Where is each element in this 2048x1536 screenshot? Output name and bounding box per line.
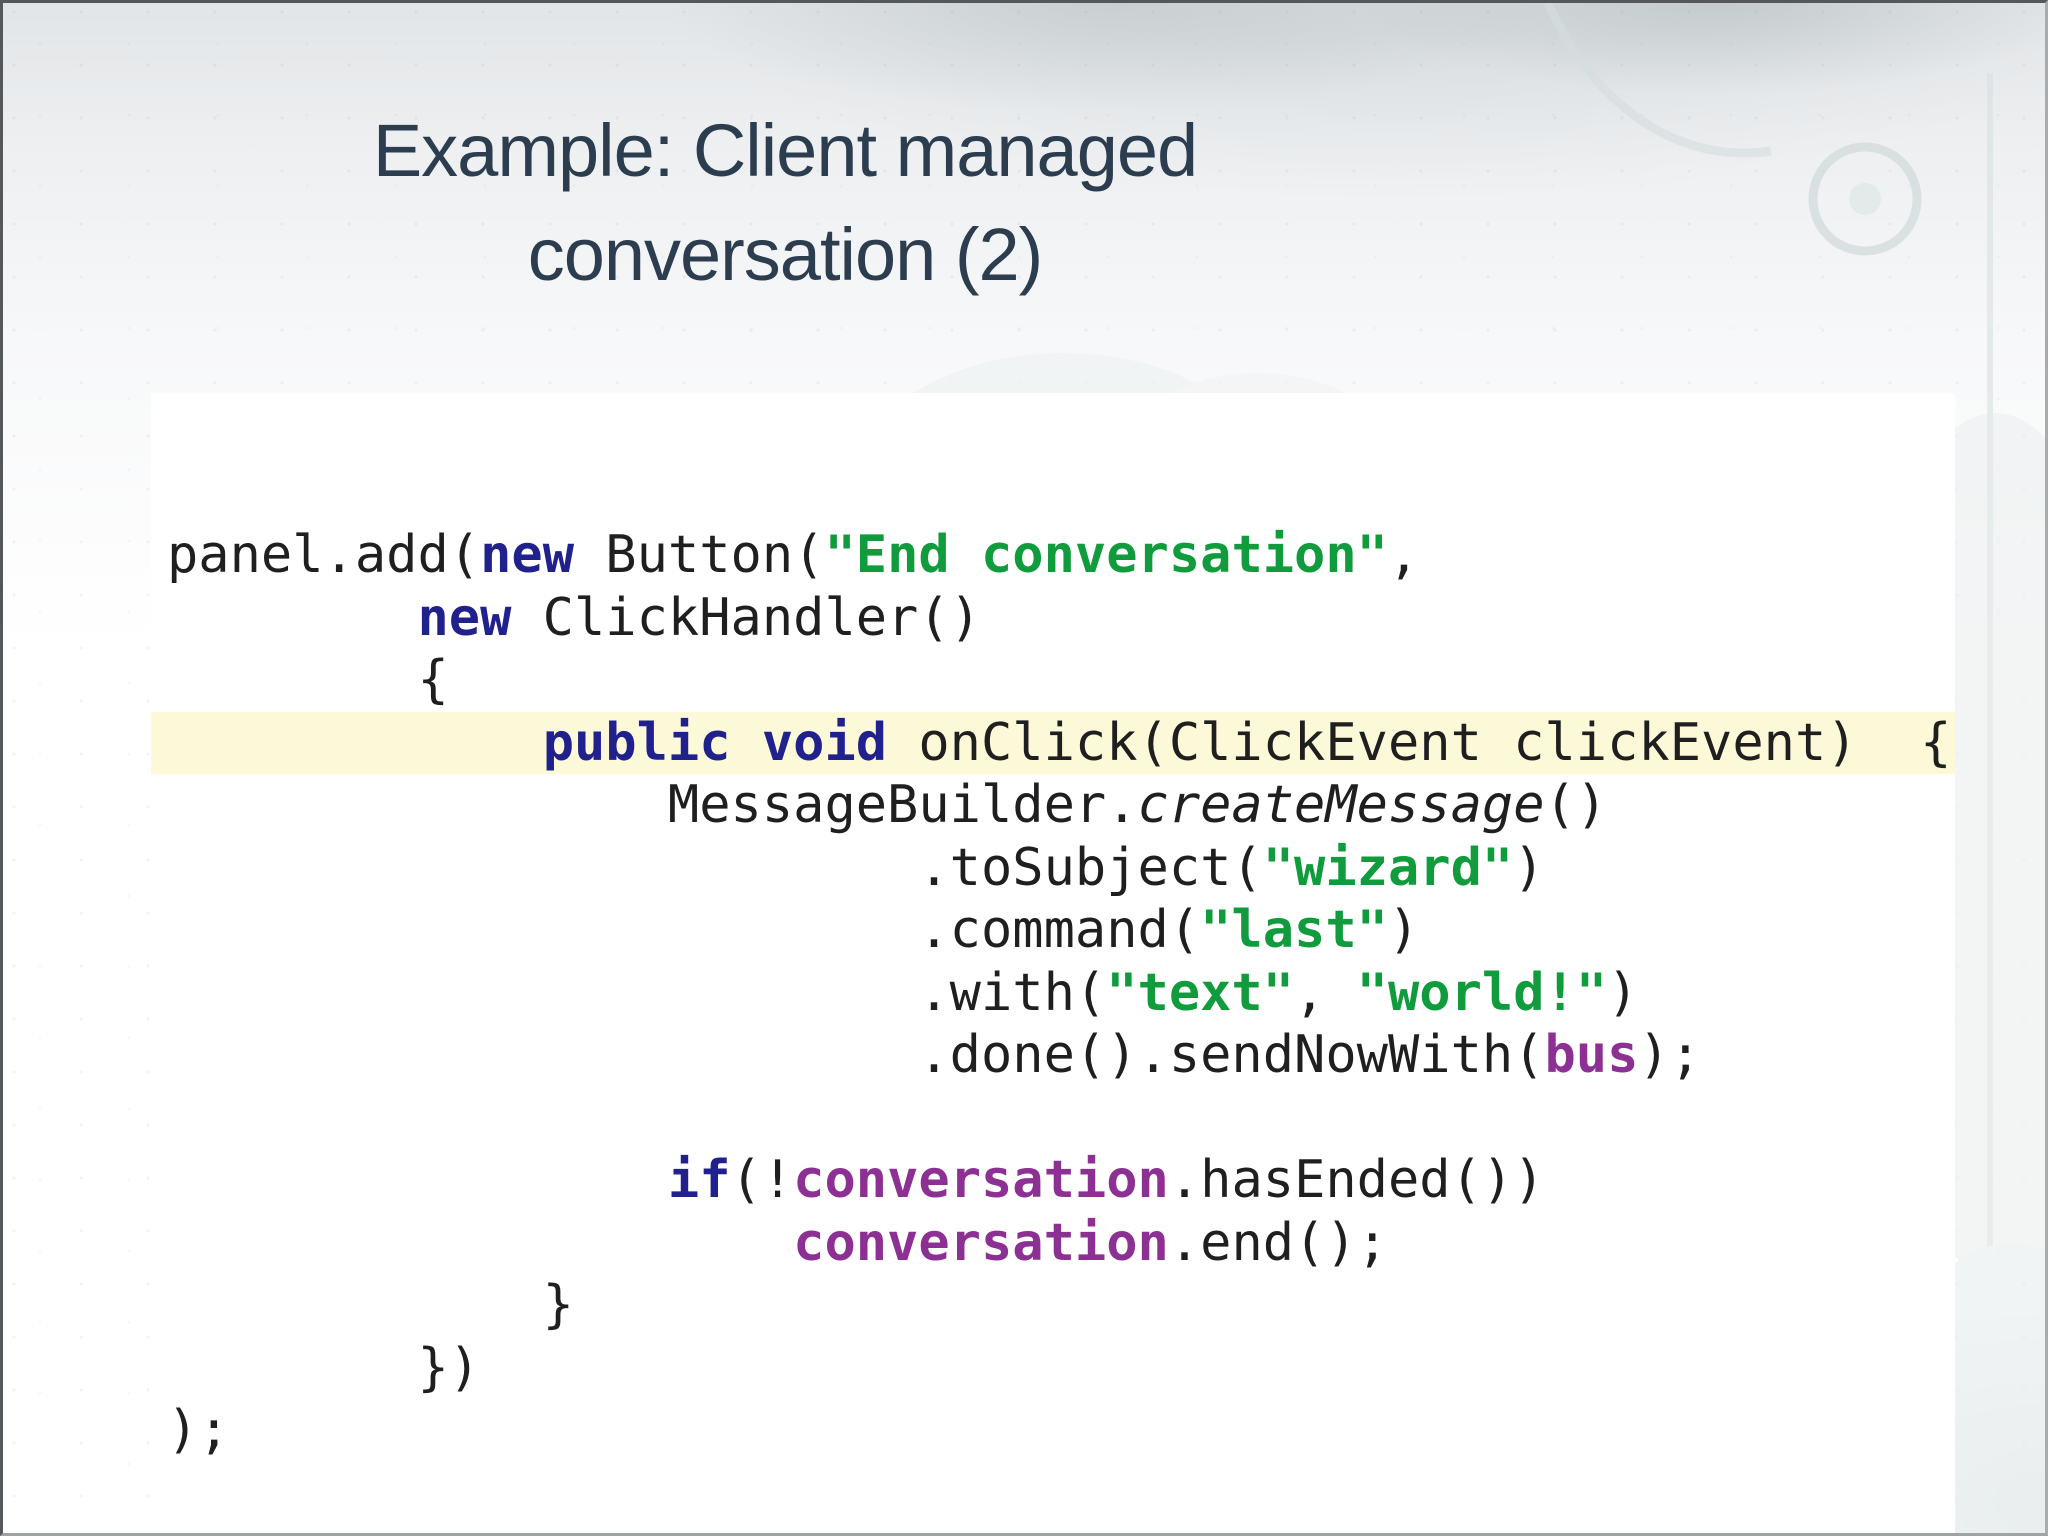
- code-token: ): [1387, 900, 1420, 960]
- code-line: MessageBuilder.createMessage(): [167, 774, 1933, 837]
- code-token: ): [1607, 962, 1639, 1023]
- code-line: conversation.end();: [167, 1212, 1933, 1275]
- code-panel: panel.add(new Button("End conversation",…: [151, 393, 1955, 1533]
- slide-title: Example: Client managed conversation (2): [3, 99, 1567, 307]
- code-token: (!: [730, 1150, 794, 1210]
- code-token: ,: [1294, 962, 1357, 1023]
- code-token: .end();: [1168, 1212, 1388, 1273]
- code-token: ClickHandler(): [511, 587, 981, 648]
- code-token: [167, 1213, 793, 1273]
- code-token: conversation: [793, 1150, 1169, 1210]
- code-line: panel.add(new Button("End conversation",: [167, 524, 1933, 587]
- code-token: .toSubject(: [167, 837, 1263, 898]
- code-token: (): [1544, 775, 1608, 835]
- code-token: "text": [1106, 962, 1295, 1023]
- code-token: new: [417, 587, 512, 648]
- ring-shape: [1808, 142, 1922, 256]
- code-block: panel.add(new Button("End conversation",…: [151, 393, 1955, 1533]
- code-line-highlighted: public void onClick(ClickEvent clickEven…: [151, 711, 1955, 774]
- code-line: }: [167, 1274, 1933, 1337]
- code-token: if: [667, 1150, 731, 1210]
- code-token: .hasEnded()): [1168, 1150, 1545, 1210]
- code-token: "last": [1200, 900, 1388, 960]
- code-token: [167, 588, 417, 648]
- code-token: .with(: [167, 962, 1107, 1023]
- code-line: .toSubject("wizard"): [167, 837, 1933, 900]
- code-line: {: [167, 649, 1933, 712]
- code-token: {: [167, 650, 449, 710]
- code-token: "End conversation": [824, 525, 1388, 585]
- code-line: .done().sendNowWith(bus);: [167, 1024, 1933, 1087]
- code-token: "wizard": [1262, 837, 1514, 898]
- code-token: [167, 713, 543, 773]
- code-line: new ClickHandler(): [167, 587, 1933, 650]
- code-token: ,: [1387, 525, 1420, 585]
- code-token: panel.add(: [167, 525, 481, 585]
- title-line-1: Example: Client managed: [372, 109, 1198, 192]
- code-line: if(!conversation.hasEnded()): [167, 1149, 1933, 1212]
- code-token: }): [167, 1337, 481, 1398]
- code-token: }: [167, 1275, 574, 1335]
- code-token: Button(: [574, 525, 825, 585]
- code-token: MessageBuilder.: [167, 775, 1138, 835]
- code-token: .command(: [167, 900, 1201, 960]
- code-token: onClick(ClickEvent clickEvent) {: [887, 712, 1952, 773]
- code-token: public void: [542, 712, 888, 773]
- code-line: [167, 1087, 1933, 1150]
- code-token: bus: [1544, 1025, 1639, 1085]
- code-line: .command("last"): [167, 899, 1933, 962]
- code-token: ): [1513, 837, 1545, 898]
- code-token: );: [1638, 1025, 1702, 1085]
- code-token: new: [480, 525, 574, 585]
- code-token: createMessage: [1137, 775, 1545, 835]
- code-token: [167, 1150, 668, 1210]
- code-token: conversation: [793, 1212, 1169, 1273]
- code-token: "world!": [1356, 962, 1608, 1023]
- title-line-2: conversation (2): [527, 213, 1044, 296]
- code-token: .done().sendNowWith(: [167, 1025, 1545, 1085]
- code-line: );: [167, 1399, 1933, 1462]
- code-line: }): [167, 1337, 1933, 1400]
- code-line: .with("text", "world!"): [167, 962, 1933, 1025]
- code-token: );: [167, 1400, 230, 1460]
